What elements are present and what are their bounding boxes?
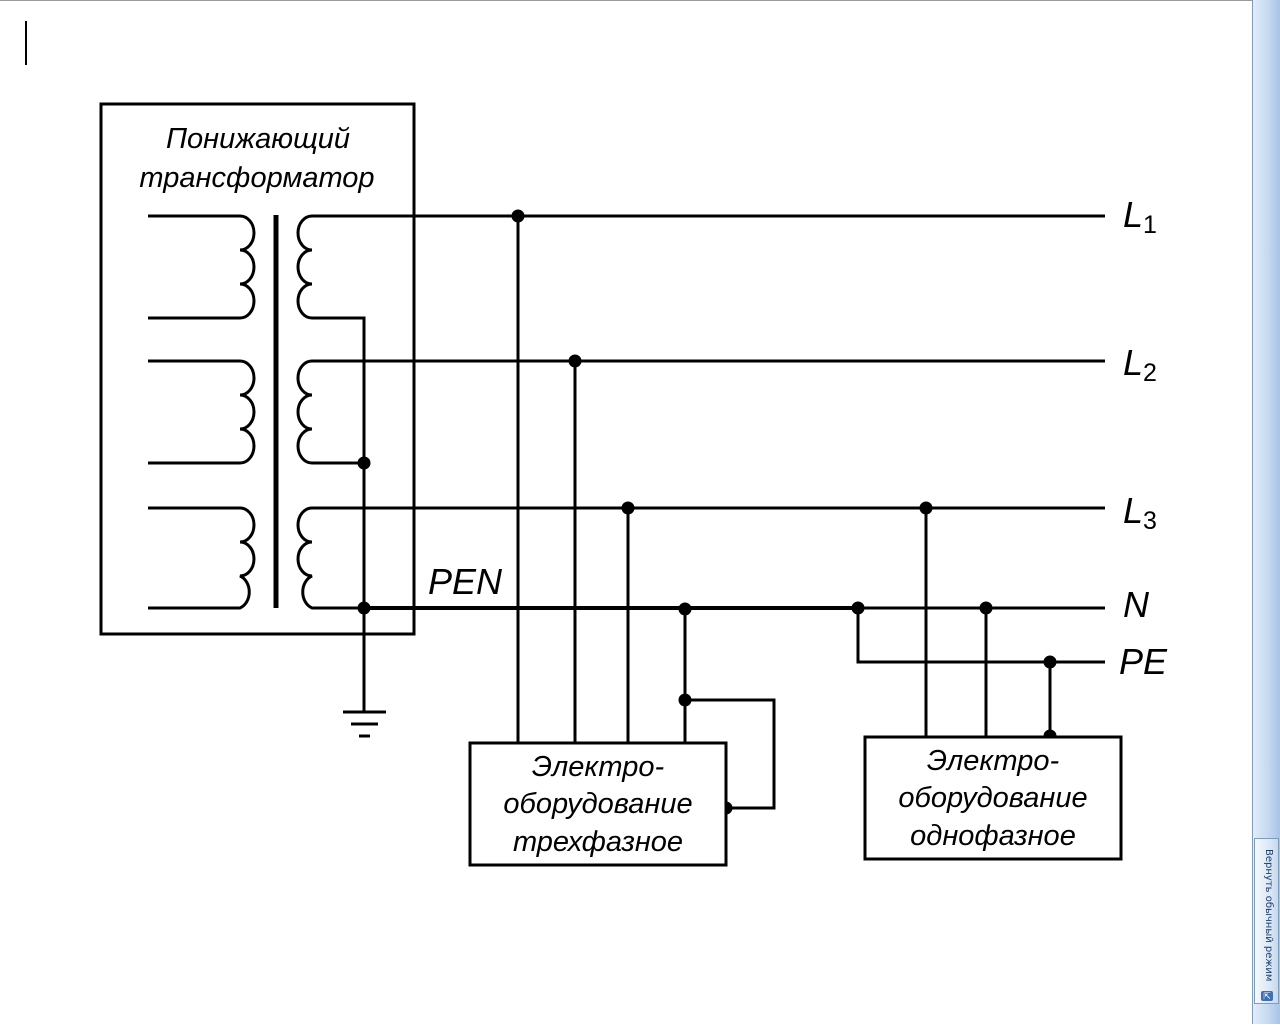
label-l2: L2 — [1123, 342, 1157, 387]
single-phase-box-line1: Электро- — [927, 745, 1059, 777]
single-phase-drops — [924, 508, 1052, 736]
three-phase-equipment-box — [468, 741, 728, 867]
single-phase-box-line3: однофазное — [910, 820, 1076, 852]
three-phase-drops — [516, 216, 776, 810]
label-n: N — [1123, 584, 1150, 625]
document-page: Понижающий трансформатор — [0, 0, 1252, 867]
pen-bond-loop — [685, 698, 776, 810]
junction-dot — [621, 501, 635, 515]
secondary-winding-1 — [296, 214, 1105, 463]
junction-dot — [678, 693, 692, 707]
junction-dot — [1043, 655, 1057, 669]
primary-windings — [148, 214, 256, 610]
transformer-title-line1: Понижающий — [166, 123, 350, 155]
text-caret — [25, 21, 27, 65]
transformer-title-line2: трансформатор — [139, 162, 374, 194]
restore-normal-mode-label: Вернуть обычный режим — [1263, 849, 1274, 982]
single-phase-equipment-box — [863, 735, 1123, 861]
arrow-icon: ⇱ — [1261, 991, 1273, 1001]
primary-winding-2 — [148, 359, 256, 465]
junction-dot — [511, 209, 525, 223]
tn-c-s-wiring-diagram: Понижающий трансформатор — [99, 102, 1168, 867]
junction-dots — [357, 209, 1057, 815]
secondary-windings — [296, 214, 1105, 711]
label-l3: L3 — [1123, 490, 1157, 535]
pe-bus — [856, 608, 1105, 664]
ground-icon — [343, 710, 386, 738]
label-l1: L1 — [1123, 194, 1157, 239]
three-phase-box-line1: Электро- — [532, 751, 664, 783]
three-phase-box-line3: трехфазное — [513, 826, 683, 858]
junction-dot — [357, 601, 371, 615]
label-pe: PE — [1119, 641, 1168, 682]
restore-normal-mode-button[interactable]: Вернуть обычный режим ⇱ — [1254, 838, 1279, 1004]
junction-dot — [678, 602, 692, 616]
junction-dot — [919, 501, 933, 515]
label-pen: PEN — [428, 561, 503, 602]
transformer-frame — [99, 102, 416, 636]
junction-dot — [979, 601, 993, 615]
primary-winding-3 — [148, 506, 256, 610]
single-phase-box-line2: оборудование — [898, 782, 1087, 814]
primary-winding-1 — [148, 214, 256, 320]
secondary-winding-2 — [296, 359, 1105, 465]
three-phase-box-line2: оборудование — [503, 788, 692, 820]
junction-dot — [851, 601, 865, 615]
secondary-winding-3 — [296, 506, 1105, 610]
junction-dot — [357, 456, 371, 470]
junction-dot — [568, 354, 582, 368]
